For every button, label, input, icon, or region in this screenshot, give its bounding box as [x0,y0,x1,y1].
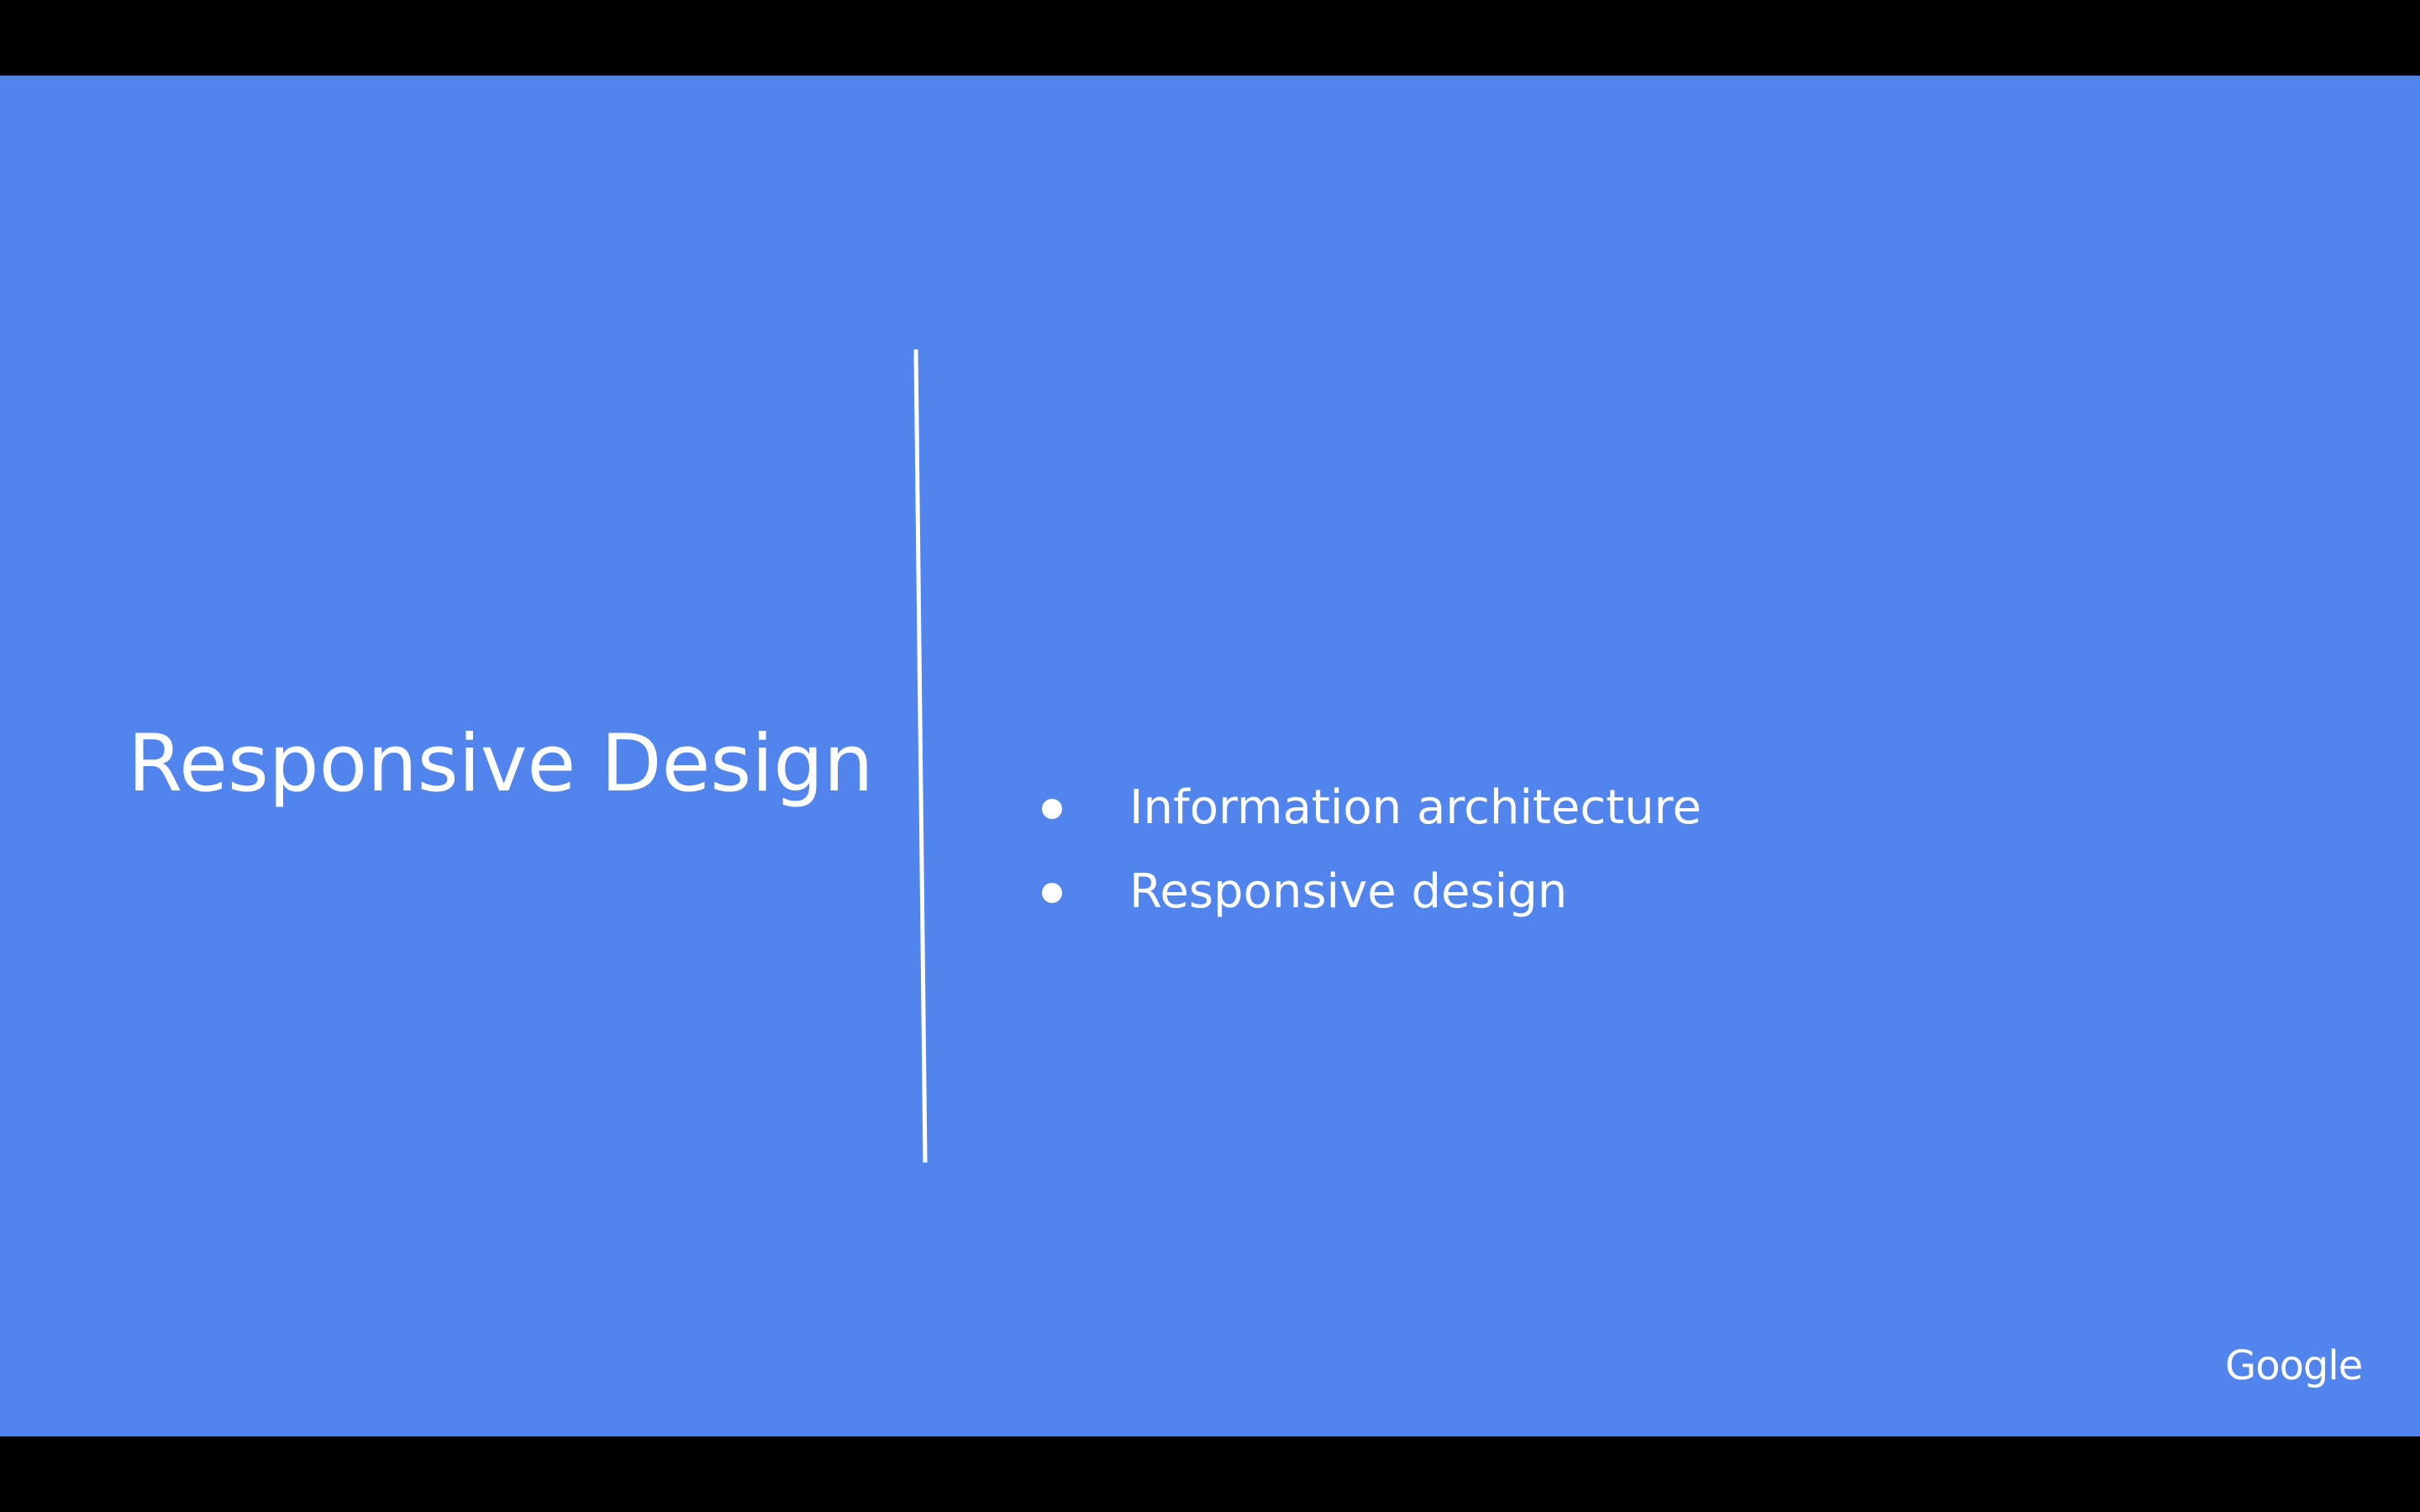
letterbox-top [0,0,2420,76]
letterbox-bottom [0,1436,2420,1512]
slide: Responsive Design Information architectu… [0,76,2420,1436]
bullet-icon [1042,883,1062,903]
bullet-text: Information architecture [1129,780,1702,835]
google-logo: Google [2225,1342,2363,1389]
bullet-icon [1042,799,1062,819]
slide-title: Responsive Design [128,718,874,810]
bullet-text: Responsive design [1129,864,1568,919]
